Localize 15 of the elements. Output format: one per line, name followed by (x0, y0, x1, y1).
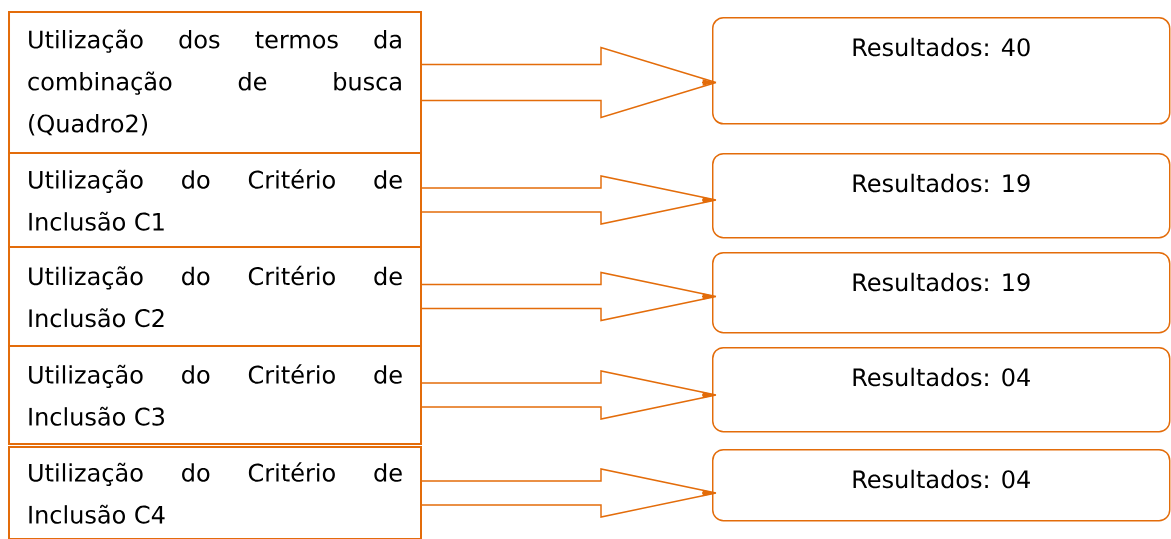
result-box: Resultados: 04 (712, 347, 1171, 433)
result-box: Resultados: 40 (712, 17, 1171, 125)
step-box: Utilização do Critério de Inclusão C4 (8, 446, 422, 539)
result-box: Resultados: 19 (712, 153, 1171, 239)
block-arrow (421, 271, 717, 322)
step-box: Utilização do Critério de Inclusão C1 (8, 152, 422, 248)
block-arrow (421, 175, 717, 225)
result-box: Resultados: 19 (712, 252, 1171, 334)
step-box: Utilização do Critério de Inclusão C2 (8, 246, 422, 347)
step-box: Utilização do Critério de Inclusão C3 (8, 345, 422, 445)
block-arrow (421, 370, 717, 420)
step-box: Utilização dos termos da combinação de busca (Quadro2) (8, 11, 422, 154)
block-arrow (421, 46, 717, 119)
block-arrow (421, 468, 717, 518)
result-box: Resultados: 04 (712, 449, 1171, 522)
